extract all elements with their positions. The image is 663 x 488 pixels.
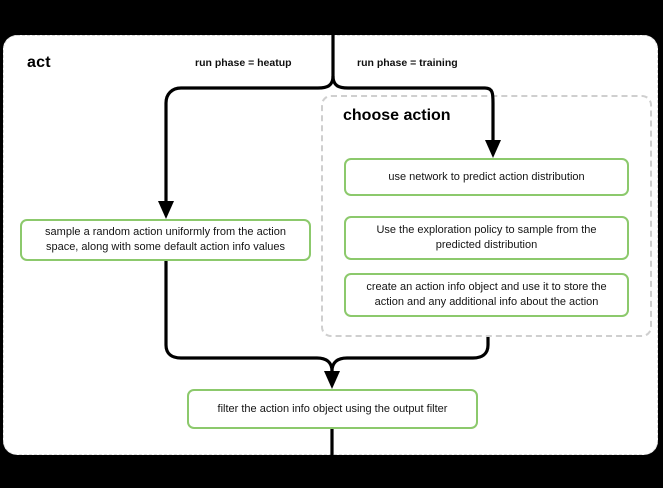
node-exploration-policy-sample[interactable]: Use the exploration policy to sample fro… <box>344 216 629 260</box>
node-sample-random-action[interactable]: sample a random action uniformly from th… <box>20 219 311 261</box>
node-filter-action-info[interactable]: filter the action info object using the … <box>187 389 478 429</box>
act-subgraph-title: act <box>27 54 51 71</box>
edge-label-training: run phase = training <box>354 57 461 69</box>
node-use-network-predict[interactable]: use network to predict action distributi… <box>344 158 629 196</box>
edge-label-heatup: run phase = heatup <box>192 57 295 69</box>
node-create-action-info-object[interactable]: create an action info object and use it … <box>344 273 629 317</box>
choose-action-subgraph-title: choose action <box>343 107 451 124</box>
